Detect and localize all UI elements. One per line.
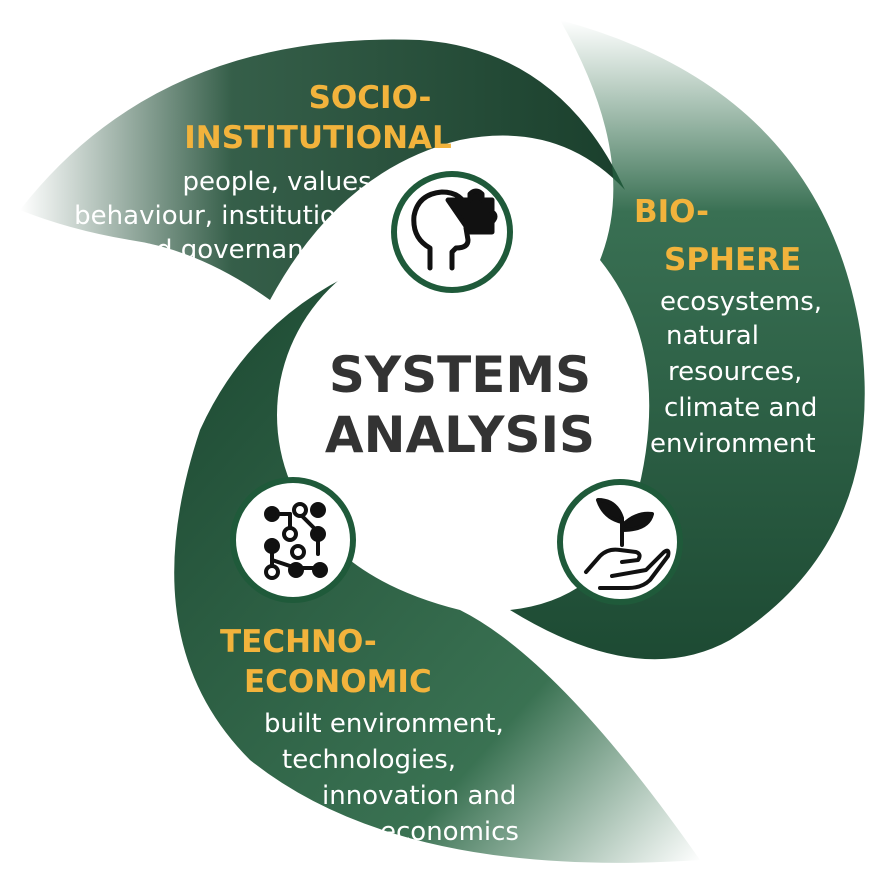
head-puzzle-icon	[411, 188, 498, 271]
techno-desc-line4: economics	[380, 817, 519, 847]
bio-desc-line1: ecosystems,	[660, 287, 822, 317]
bio-desc-line4: climate and	[664, 393, 817, 423]
bio-blade	[510, 20, 865, 660]
bio-title-line1: BIO-	[634, 194, 709, 230]
socio-desc-line2: behaviour, institutions	[74, 201, 366, 231]
socio-blade	[20, 39, 625, 300]
techno-desc-line2: technologies,	[282, 745, 456, 775]
bio-title-line2: SPHERE	[664, 242, 801, 278]
center-title-line2: ANALYSIS	[325, 406, 595, 464]
techno-title-line2: ECONOMIC	[244, 664, 432, 700]
bio-desc-line5: environment	[650, 429, 816, 459]
socio-icon-badge	[391, 171, 513, 293]
bio-icon-badge	[557, 479, 683, 605]
circuit-network-icon	[264, 502, 328, 580]
techno-blade	[174, 270, 701, 863]
socio-title-line2: INSTITUTIONAL	[184, 120, 452, 156]
techno-desc-line1: built environment,	[264, 709, 504, 739]
socio-desc-line1: people, values,	[183, 167, 381, 197]
center-title-line1: SYSTEMS	[329, 346, 591, 404]
socio-desc-line3: and governance	[124, 235, 334, 265]
socio-title-line1: SOCIO-	[309, 80, 432, 116]
bio-desc-line2: natural	[666, 321, 759, 351]
techno-icon-badge	[230, 477, 356, 603]
center-circle	[277, 237, 633, 593]
techno-title-line1: TECHNO-	[220, 624, 377, 660]
bio-desc-line3: resources,	[668, 357, 802, 387]
techno-desc-line3: innovation and	[322, 781, 516, 811]
hand-seedling-icon	[584, 498, 671, 590]
